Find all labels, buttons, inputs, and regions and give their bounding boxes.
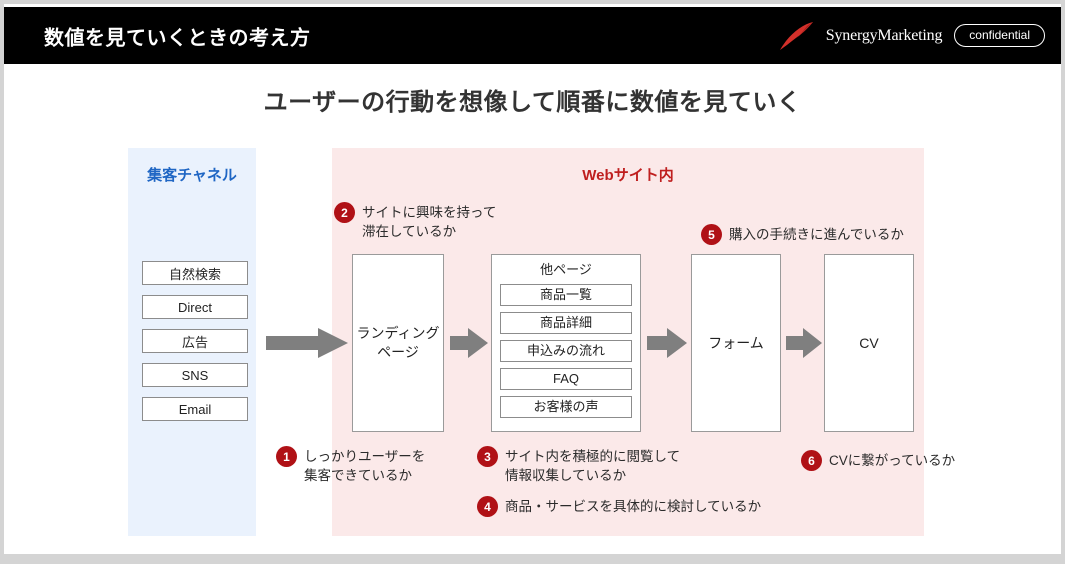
brand-name: SynergyMarketing (825, 26, 943, 44)
header-bar: 数値を見ていくときの考え方 SynergyMarketing confident… (4, 7, 1061, 64)
confidential-badge: confidential (954, 24, 1045, 47)
other-page-item-faq[interactable]: FAQ (500, 367, 632, 390)
page-title: 数値を見ていくときの考え方 (44, 27, 311, 49)
annotation-text-2: サイトに興味を持って 滞在しているか (362, 205, 497, 240)
footer-bar (4, 554, 1061, 560)
annotation-text-6: CVに繋がっているか (829, 453, 956, 468)
annotation-5: 5 購入の手続きに進んでいるか (701, 224, 904, 245)
annotation-badge-4: 4 (477, 496, 498, 517)
other-pages-title: 他ページ (540, 262, 592, 277)
arrow-other-to-form (647, 328, 687, 358)
channel-box-direct[interactable]: Direct (142, 295, 248, 319)
annotation-3: 3 サイト内を積極的に閲覧して 情報収集しているか (477, 446, 680, 485)
flow-box-landing-page[interactable]: ランディング ページ (352, 254, 444, 432)
annotation-1: 1 しっかりユーザーを 集客できているか (276, 446, 425, 485)
channel-box-sns[interactable]: SNS (142, 363, 248, 387)
annotation-badge-3: 3 (477, 446, 498, 467)
annotation-badge-6: 6 (801, 450, 822, 471)
annotation-badge-1: 1 (276, 446, 297, 467)
channel-panel-title: 集客チャネル (147, 167, 237, 184)
slide-headline: ユーザーの行動を想像して順番に数値を見ていく (263, 89, 802, 116)
flow-box-other-pages[interactable]: 他ページ 商品一覧 商品詳細 申込みの流れ FAQ お客様の声 (491, 254, 641, 432)
annotation-text-3: サイト内を積極的に閲覧して 情報収集しているか (505, 449, 681, 484)
annotation-badge-5: 5 (701, 224, 722, 245)
annotation-text-1: しっかりユーザーを 集客できているか (304, 449, 426, 484)
arrow-form-to-cv (786, 328, 822, 358)
other-page-item-product-detail[interactable]: 商品詳細 (500, 311, 632, 334)
brand-group: SynergyMarketing confidential (779, 21, 1045, 51)
synergy-swoosh-icon (779, 21, 814, 51)
flow-box-cv[interactable]: CV (824, 254, 914, 432)
flow-box-form[interactable]: フォーム (691, 254, 781, 432)
annotation-4: 4 商品・サービスを具体的に検討しているか (477, 496, 761, 517)
annotation-text-4: 商品・サービスを具体的に検討しているか (505, 499, 762, 514)
annotation-badge-2: 2 (334, 202, 355, 223)
annotation-text-5: 購入の手続きに進んでいるか (729, 227, 904, 242)
other-page-item-product-list[interactable]: 商品一覧 (500, 283, 632, 306)
web-panel-title: Webサイト内 (582, 167, 674, 184)
annotation-6: 6 CVに繋がっているか (801, 450, 955, 471)
other-page-item-testimonials[interactable]: お客様の声 (500, 395, 632, 418)
channel-box-organic[interactable]: 自然検索 (142, 261, 248, 285)
other-page-item-how-to-apply[interactable]: 申込みの流れ (500, 339, 632, 362)
channel-box-ads[interactable]: 広告 (142, 329, 248, 353)
channel-box-email[interactable]: Email (142, 397, 248, 421)
arrow-channel-to-landing (266, 328, 348, 358)
annotation-2: 2 サイトに興味を持って 滞在しているか (334, 202, 496, 241)
arrow-landing-to-other (450, 328, 488, 358)
